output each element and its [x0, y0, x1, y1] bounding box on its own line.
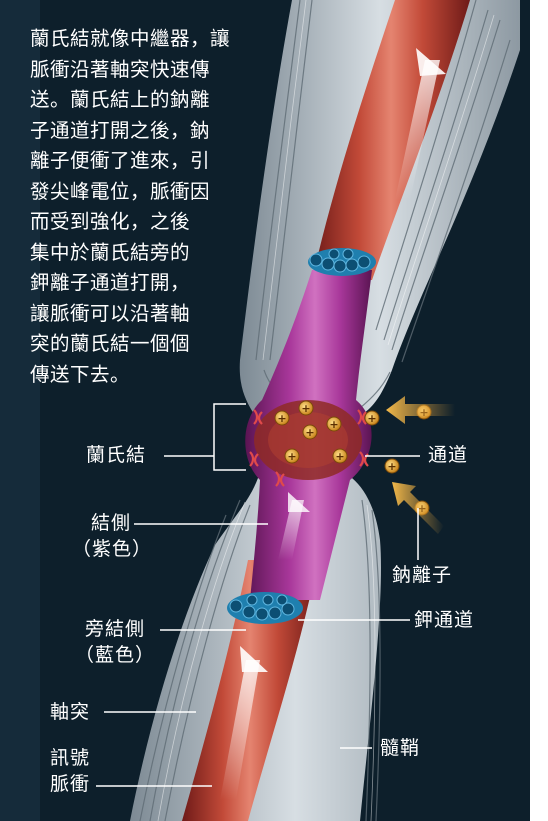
svg-text:+: + [301, 402, 310, 415]
label-signal-pulse: 訊號 脈衝 [50, 745, 90, 797]
svg-text:+: + [287, 450, 296, 463]
label-axon: 軸突 [50, 699, 90, 725]
svg-text:+: + [305, 426, 314, 439]
potassium-channel-band-upper [308, 248, 376, 276]
label-juxtaparanode: 旁結側 （藍色） [66, 616, 164, 668]
label-channel: 通道 [428, 442, 468, 468]
label-paranode: 結側 （紫色） [72, 510, 150, 562]
label-sodium-ions: 鈉離子 [392, 562, 452, 588]
diagram-panel: + + + + + + + + + + [0, 0, 530, 821]
page-margin [530, 0, 548, 821]
potassium-channel-band-lower [227, 592, 303, 624]
label-myelin: 髓鞘 [380, 735, 420, 761]
description-text: 蘭氏結就像中繼器，讓 脈衝沿著軸突快速傳 送。蘭氏結上的鈉離 子通道打開之後，鈉… [30, 24, 270, 390]
svg-text:+: + [335, 450, 344, 463]
svg-text:+: + [277, 412, 286, 425]
svg-text:+: + [387, 460, 396, 473]
label-potassium-channel: 鉀通道 [414, 607, 474, 633]
svg-text:+: + [367, 412, 376, 425]
svg-text:+: + [329, 418, 338, 431]
label-node-of-ranvier: 蘭氏結 [86, 442, 146, 468]
